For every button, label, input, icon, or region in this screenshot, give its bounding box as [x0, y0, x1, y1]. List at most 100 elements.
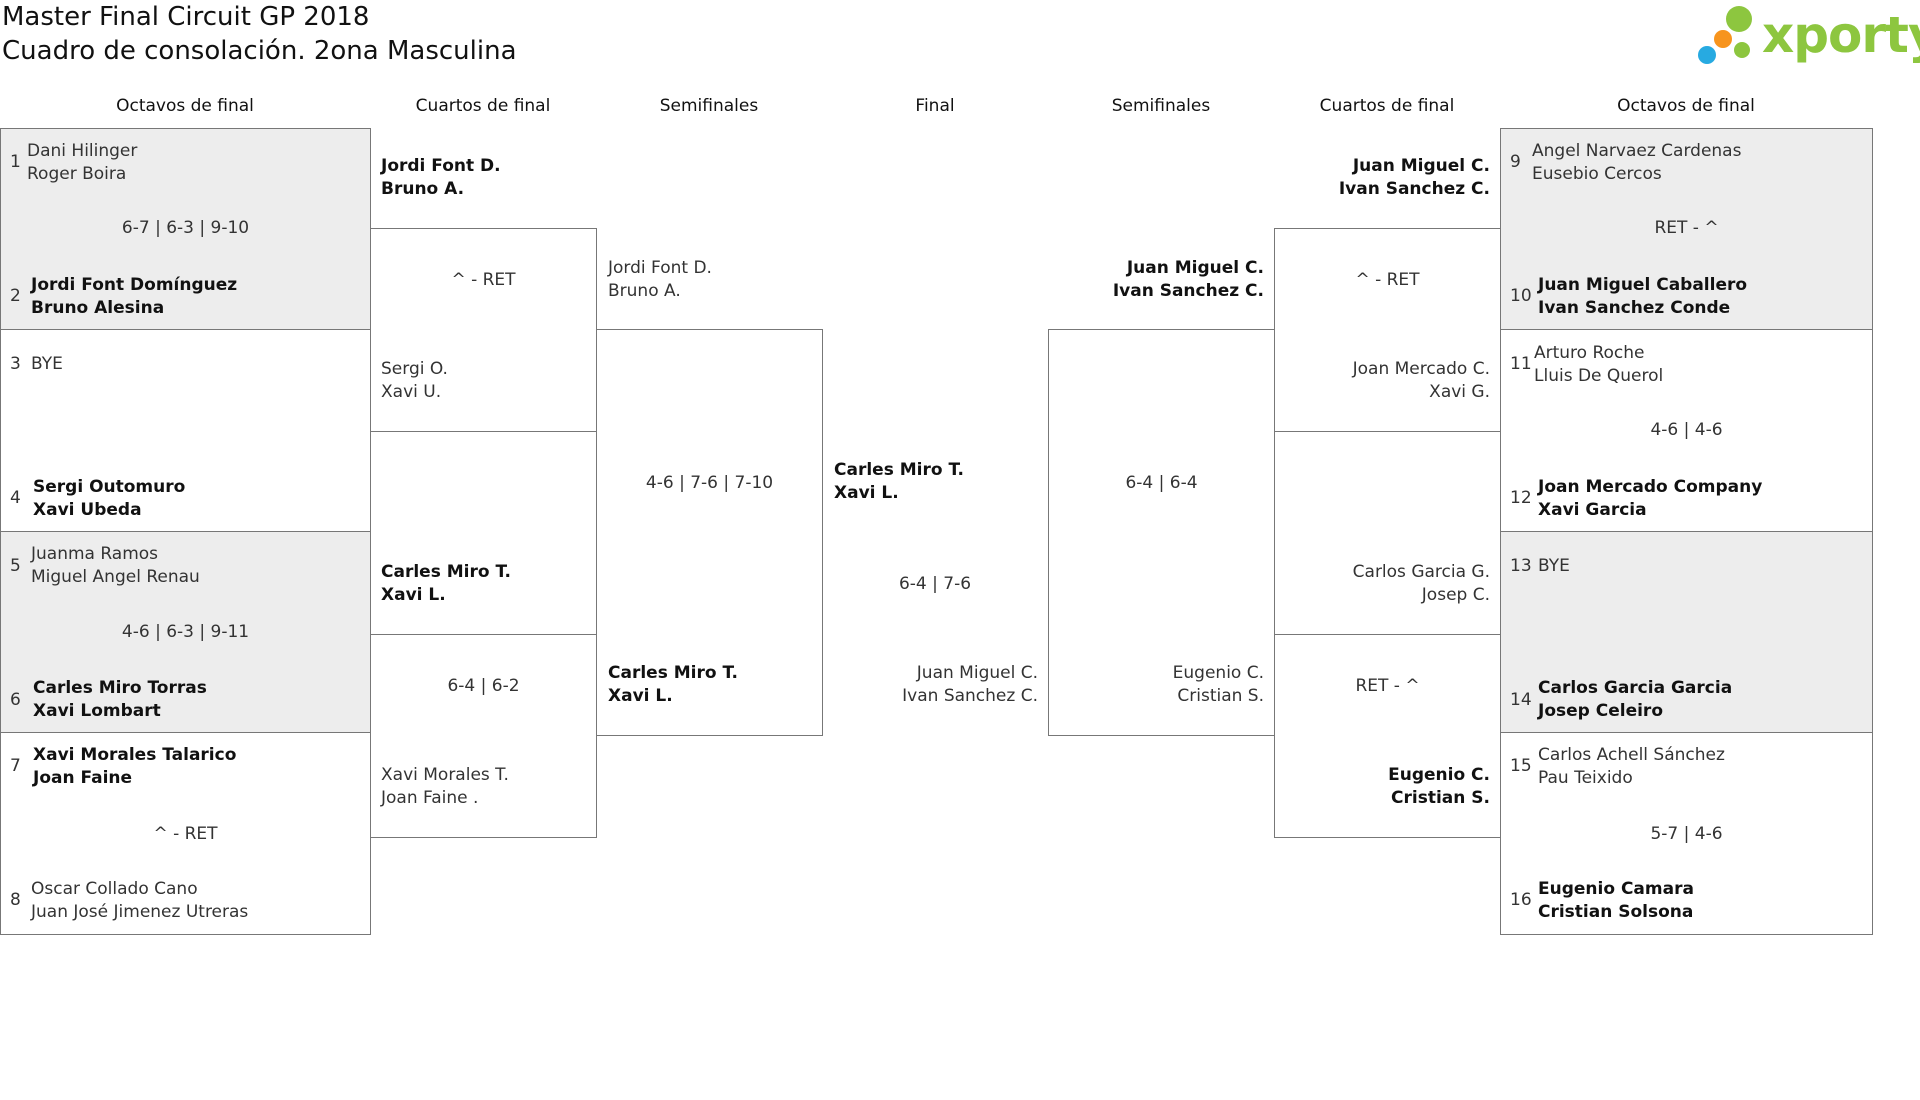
- logo-dot-blue: [1698, 46, 1716, 64]
- player-name: Ivan Sanchez C.: [1112, 281, 1264, 301]
- team-b-winner: Carlos Garcia Garcia Josep Celeiro: [1538, 677, 1732, 723]
- player-name: Lluis De Querol: [1534, 366, 1664, 386]
- logo-dot-green: [1726, 6, 1752, 32]
- match-score: 4-6 | 7-6 | 7-10: [645, 473, 774, 493]
- player-name: Xavi Lombart: [33, 701, 161, 721]
- match-left-cuartos-2: [370, 634, 597, 838]
- col-left-semis: Semifinales: [659, 96, 759, 116]
- xporty-logo[interactable]: xporty: [1696, 4, 1920, 68]
- player-name: Bruno A.: [381, 179, 465, 199]
- team-b-winner: Sergi Outomuro Xavi Ubeda: [33, 476, 185, 522]
- seed-number: 10: [1510, 286, 1532, 306]
- seed-number: 5: [10, 556, 21, 576]
- player-name: Cristian S.: [1391, 788, 1490, 808]
- match-score: RET - ^: [1654, 218, 1719, 238]
- team-b: Oscar Collado Cano Juan José Jimenez Utr…: [31, 878, 248, 924]
- team-b-winner: Jordi Font Domínguez Bruno Alesina: [31, 274, 237, 320]
- match-score: 6-7 | 6-3 | 9-10: [121, 218, 250, 238]
- match-score: ^ - RET: [153, 824, 218, 844]
- match-score: RET - ^: [1355, 676, 1420, 696]
- team-b-winner: Eugenio C. Cristian S.: [1278, 764, 1490, 810]
- col-left-cuartos: Cuartos de final: [415, 96, 551, 116]
- page-subtitle: Cuadro de consolación. 2ona Masculina: [2, 36, 517, 66]
- seed-number: 6: [10, 690, 21, 710]
- player-name: Jordi Font D.: [381, 156, 501, 176]
- player-name: Xavi Ubeda: [33, 500, 142, 520]
- final-score: 6-4 | 7-6: [898, 574, 972, 594]
- player-name: Juan Miguel C.: [1126, 258, 1264, 278]
- player-name: Ivan Sanchez C.: [902, 686, 1038, 706]
- player-name: Josep C.: [1421, 585, 1490, 605]
- match-left-cuartos-1: [370, 228, 597, 432]
- seed-number: 16: [1510, 890, 1532, 910]
- player-name: Jordi Font D.: [608, 258, 712, 278]
- team-a: Dani Hilinger Roger Boira: [27, 140, 137, 186]
- player-name: Pau Teixido: [1538, 768, 1633, 788]
- match-right-octavos-3: [1500, 531, 1873, 733]
- player-name: Cristian S.: [1177, 686, 1264, 706]
- match-score: ^ - RET: [1355, 270, 1420, 290]
- player-name: Eugenio C.: [1388, 765, 1490, 785]
- player-name: Xavi U.: [381, 382, 442, 402]
- player-name: Xavi Morales Talarico: [33, 745, 237, 765]
- match-left-semifinal: [596, 329, 823, 736]
- match-right-octavos-1: [1500, 128, 1873, 330]
- match-score: 6-4 | 6-4: [1125, 473, 1198, 493]
- player-name: Angel Narvaez Cardenas: [1532, 141, 1742, 161]
- team-b: Sergi O. Xavi U.: [381, 358, 448, 404]
- team-b: Xavi Morales T. Joan Faine .: [381, 764, 509, 810]
- player-name: Eugenio Camara: [1538, 879, 1694, 899]
- player-name: Sergi O.: [381, 359, 448, 379]
- seed-number: 2: [10, 286, 21, 306]
- team-b: Joan Mercado C. Xavi G.: [1278, 358, 1490, 404]
- team-b: Eugenio C. Cristian S.: [1052, 662, 1264, 708]
- player-name: Jordi Font Domínguez: [31, 275, 238, 295]
- team-b-winner: Carles Miro Torras Xavi Lombart: [33, 677, 207, 723]
- player-name: Juan José Jimenez Utreras: [31, 902, 249, 922]
- player-name: Eugenio C.: [1172, 663, 1264, 683]
- player-name: Carles Miro T.: [608, 663, 738, 683]
- col-left-octavos: Octavos de final: [116, 96, 254, 116]
- final-team-b: Juan Miguel C. Ivan Sanchez C.: [830, 662, 1038, 708]
- match-score: 6-4 | 6-2: [447, 676, 520, 696]
- team-a-winner: Xavi Morales Talarico Joan Faine: [33, 744, 236, 790]
- player-name: Josep Celeiro: [1538, 701, 1663, 721]
- player-name: Carlos Garcia Garcia: [1538, 678, 1733, 698]
- logo-dot-lightgreen: [1734, 42, 1750, 58]
- seed-number: 9: [1510, 152, 1521, 172]
- player-name: Joan Mercado Company: [1538, 477, 1763, 497]
- player-name: Juan Miguel C.: [916, 663, 1038, 683]
- player-name: Carles Miro T.: [834, 460, 964, 480]
- player-name: Xavi Morales T.: [381, 765, 509, 785]
- player-name: Miguel Angel Renau: [31, 567, 200, 587]
- player-name: Juan Miguel C.: [1352, 156, 1490, 176]
- match-left-octavos-1: [0, 128, 371, 330]
- player-name: Sergi Outomuro: [33, 477, 186, 497]
- team-a: Angel Narvaez Cardenas Eusebio Cercos: [1532, 140, 1741, 186]
- match-left-octavos-3: [0, 531, 371, 733]
- team-b-winner: Joan Mercado Company Xavi Garcia: [1538, 476, 1762, 522]
- player-name: Xavi L.: [834, 483, 899, 503]
- seed-number: 14: [1510, 690, 1532, 710]
- match-score: 4-6 | 4-6: [1650, 420, 1723, 440]
- player-name: Joan Faine: [33, 768, 133, 788]
- player-name: Xavi L.: [608, 686, 673, 706]
- team-a: Carlos Garcia G. Josep C.: [1278, 561, 1490, 607]
- match-right-cuartos-1: [1274, 228, 1501, 432]
- player-name: Juan Miguel Caballero: [1538, 275, 1748, 295]
- player-name: Juanma Ramos: [31, 544, 159, 564]
- seed-number: 13: [1510, 556, 1532, 576]
- player-name: Joan Faine .: [381, 788, 479, 808]
- player-name: Carles Miro T.: [381, 562, 511, 582]
- team-a-winner: Jordi Font D. Bruno A.: [381, 155, 501, 201]
- seed-number: 1: [10, 152, 21, 172]
- player-name: Carles Miro Torras: [33, 678, 207, 698]
- match-right-semifinal: [1048, 329, 1275, 736]
- seed-number: 3: [10, 354, 21, 374]
- col-final: Final: [915, 96, 955, 116]
- team-a: Carlos Achell Sánchez Pau Teixido: [1538, 744, 1725, 790]
- logo-dot-orange: [1714, 30, 1732, 48]
- match-score: 4-6 | 6-3 | 9-11: [121, 622, 250, 642]
- match-score: 5-7 | 4-6: [1650, 824, 1723, 844]
- bye-label: BYE: [1538, 556, 1570, 576]
